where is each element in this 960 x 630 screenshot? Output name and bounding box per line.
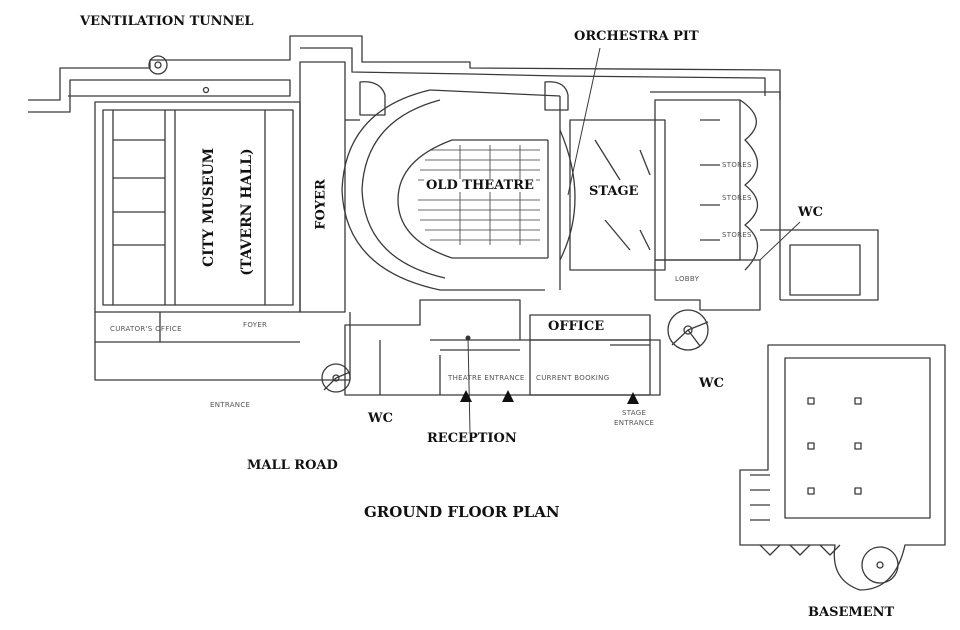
current-booking-label: CURRENT BOOKING — [536, 374, 610, 382]
theatre-entrance-marker-1 — [460, 390, 472, 402]
stores-label-2: STORES — [722, 194, 752, 202]
wc-east-label: WC — [796, 205, 825, 220]
foyer-walls — [299, 61, 360, 313]
reception-point — [465, 335, 471, 341]
theatre-seating — [418, 145, 540, 245]
foyer-small-label: FOYER — [243, 321, 268, 329]
reception-label: RECEPTION — [425, 431, 519, 446]
wc-south-label: WC — [366, 411, 395, 426]
office-label: OFFICE — [546, 319, 607, 334]
stores-walls — [650, 91, 781, 300]
city-museum-walls — [94, 101, 351, 381]
stage-walls — [559, 96, 666, 290]
basement-walls — [739, 344, 946, 591]
wc-east-leader — [759, 221, 801, 261]
stage-entrance-marker — [627, 392, 639, 404]
stage-label: STAGE — [587, 184, 641, 199]
stores-label-3: STORES — [722, 231, 752, 239]
tavern-hall-label: (TAVERN HALL) — [239, 148, 255, 276]
city-museum-label: CITY MUSEUM — [201, 147, 217, 267]
basement-label: BASEMENT — [806, 605, 897, 620]
orchestra-pit-leader — [567, 47, 601, 196]
orchestra-pit-label: ORCHESTRA PIT — [572, 29, 701, 44]
plan-title: GROUND FLOOR PLAN — [362, 503, 562, 521]
front-range-walls — [344, 299, 661, 396]
stores-label-1: STORES — [722, 161, 752, 169]
lobby-label: LOBBY — [675, 275, 700, 283]
theatre-entrance-label: THEATRE ENTRANCE — [448, 374, 525, 382]
theatre-entrance-marker-2 — [502, 390, 514, 402]
curators-office-label: CURATOR'S OFFICE — [110, 325, 182, 333]
stage-entrance-label-1: STAGE — [622, 409, 647, 417]
wc-south-east-label: WC — [697, 376, 726, 391]
north-stair — [359, 81, 569, 116]
foyer-label: FOYER — [313, 179, 329, 230]
reception-leader — [467, 337, 471, 433]
entrance-label: ENTRANCE — [210, 401, 251, 409]
theatre-walls — [341, 89, 561, 291]
ventilation-tunnel-wall — [28, 35, 781, 113]
wc-east-walls — [760, 229, 879, 301]
lobby-walls — [654, 259, 761, 351]
stage-entrance-label-2: ENTRANCE — [614, 419, 655, 427]
old-theatre-label: OLD THEATRE — [424, 178, 536, 193]
ventilation-tunnel-label: VENTILATION TUNNEL — [78, 14, 256, 29]
west-stair — [321, 363, 351, 393]
mall-road-label: MALL ROAD — [245, 458, 340, 473]
